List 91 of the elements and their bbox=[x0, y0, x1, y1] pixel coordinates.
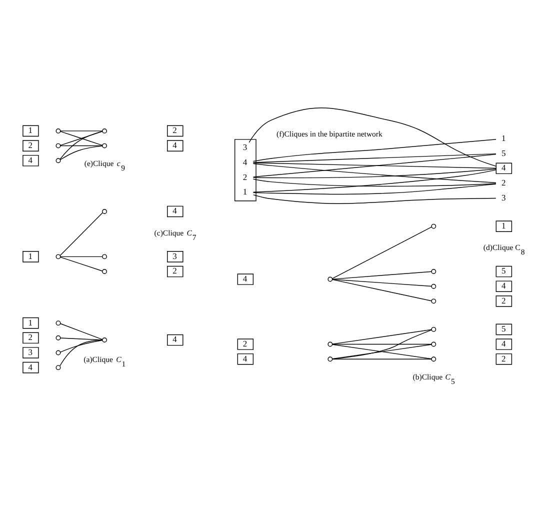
node-box: 4 bbox=[167, 205, 184, 217]
node-box: 2 bbox=[22, 332, 39, 344]
connector bbox=[60, 130, 103, 131]
node-box: 3 bbox=[167, 250, 184, 262]
node-box: 3 bbox=[22, 346, 39, 358]
connector bbox=[332, 329, 432, 359]
node-circle bbox=[431, 283, 436, 288]
connector bbox=[60, 130, 103, 160]
connector bbox=[252, 183, 496, 194]
node-circle bbox=[56, 320, 61, 326]
node-circle bbox=[328, 341, 333, 346]
label: (f)Cliques in the bipartite network bbox=[276, 128, 382, 138]
node-text: 4 bbox=[242, 156, 248, 166]
connector bbox=[253, 194, 496, 204]
connector bbox=[252, 152, 496, 162]
node-circle bbox=[102, 268, 107, 274]
connector bbox=[60, 130, 103, 146]
node-circle bbox=[56, 334, 61, 340]
connector bbox=[332, 226, 432, 278]
node-circle bbox=[56, 158, 61, 163]
node-box: 4 bbox=[237, 352, 254, 364]
node-box: 4 bbox=[22, 361, 39, 373]
connector bbox=[252, 138, 496, 162]
node-box: 1 bbox=[22, 250, 39, 262]
node-text: 2 bbox=[501, 176, 506, 187]
connector bbox=[60, 339, 103, 366]
node-circle bbox=[102, 337, 107, 342]
node-box: 4 bbox=[496, 280, 512, 292]
node-box: 2 bbox=[496, 352, 512, 364]
node-box: 2 bbox=[167, 124, 184, 136]
connector bbox=[332, 278, 432, 286]
node-box: 1 bbox=[496, 220, 512, 232]
node-box: 1 bbox=[22, 316, 39, 328]
connector bbox=[332, 343, 432, 344]
node-text: 3 bbox=[501, 192, 506, 202]
node-box: 4 bbox=[22, 154, 39, 166]
node-box: 4 bbox=[167, 140, 184, 151]
node-box: 4 bbox=[167, 334, 184, 346]
node-circle bbox=[102, 142, 107, 148]
node-circle bbox=[56, 128, 61, 133]
connector bbox=[252, 153, 496, 177]
connector bbox=[332, 344, 432, 359]
connector bbox=[253, 169, 496, 192]
node-text: 5 bbox=[501, 147, 506, 158]
connector bbox=[248, 107, 496, 166]
cluster bbox=[234, 138, 256, 201]
node-circle bbox=[328, 356, 333, 362]
connector bbox=[60, 337, 103, 340]
node-circle bbox=[56, 254, 61, 259]
connector bbox=[332, 328, 432, 344]
node-box: 4 bbox=[237, 273, 254, 284]
connector bbox=[60, 322, 103, 340]
node-circle bbox=[328, 276, 333, 282]
node-box: 5 bbox=[496, 323, 512, 335]
node-circle bbox=[431, 298, 436, 304]
connector bbox=[60, 339, 103, 352]
connector bbox=[332, 358, 432, 359]
node-box: 2 bbox=[167, 265, 184, 277]
node-box: 2 bbox=[496, 295, 512, 306]
connector bbox=[60, 144, 103, 146]
node-box: 1 bbox=[22, 124, 39, 136]
node-circle bbox=[102, 128, 107, 133]
node-text: 2 bbox=[242, 171, 248, 182]
connector bbox=[60, 256, 103, 257]
node-circle bbox=[56, 364, 61, 370]
connector bbox=[60, 212, 103, 256]
node-circle bbox=[431, 356, 436, 362]
node-text: 3 bbox=[242, 142, 248, 152]
node-text: 1 bbox=[242, 186, 248, 196]
node-box: 2 bbox=[237, 338, 254, 350]
node-box: 2 bbox=[22, 140, 39, 151]
connector bbox=[252, 162, 496, 183]
node-box: 4 bbox=[496, 162, 512, 174]
node-circle bbox=[431, 326, 436, 332]
connector bbox=[332, 270, 432, 280]
node-box: 4 bbox=[496, 338, 512, 350]
node-box: 5 bbox=[496, 265, 512, 277]
connector bbox=[60, 256, 103, 271]
node-text: 1 bbox=[501, 132, 506, 142]
node-circle bbox=[102, 208, 107, 214]
node-circle bbox=[102, 254, 107, 259]
node-circle bbox=[56, 350, 61, 355]
connector bbox=[332, 278, 432, 301]
connector bbox=[60, 145, 103, 160]
connector bbox=[252, 178, 496, 186]
node-circle bbox=[431, 223, 436, 228]
connector bbox=[252, 162, 496, 168]
connector bbox=[252, 168, 496, 178]
node-circle bbox=[56, 142, 61, 148]
node-circle bbox=[431, 341, 436, 346]
node-circle bbox=[431, 268, 436, 274]
